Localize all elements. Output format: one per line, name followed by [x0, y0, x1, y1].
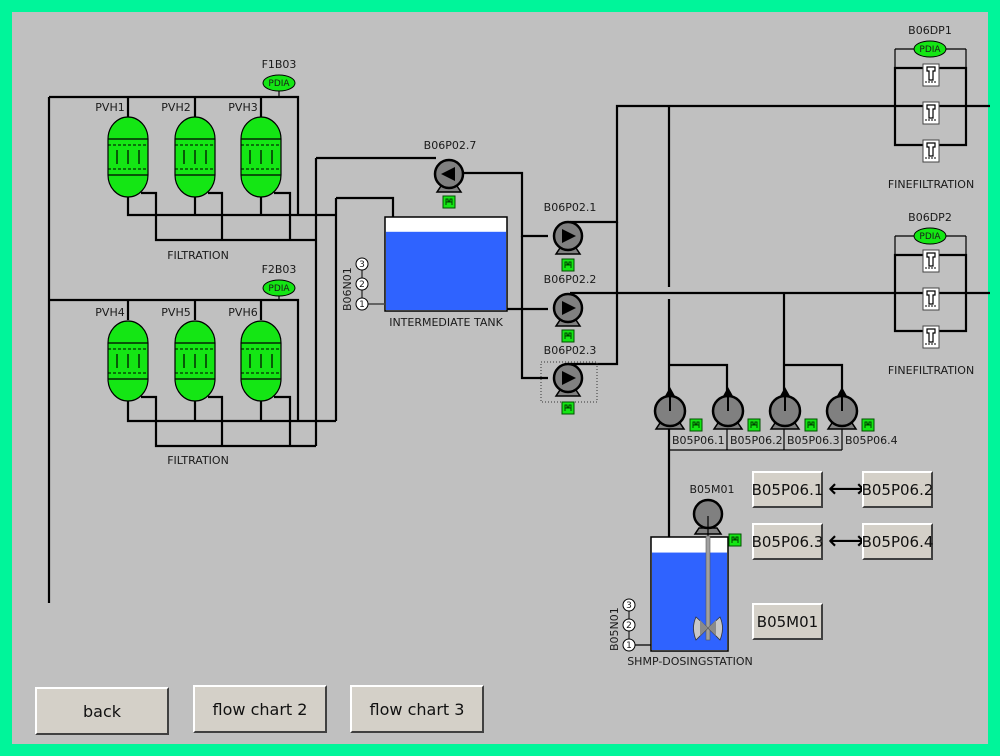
intermediate-tank-water	[386, 231, 506, 310]
swap-arrow-icon: ⟷	[828, 526, 866, 556]
vessel-pvh6[interactable]	[240, 320, 282, 402]
pdia-b06dp1-icon[interactable]	[913, 40, 947, 58]
flow-chart-3-button[interactable]: flow chart 3	[350, 685, 484, 733]
pump-label-b05p06-1: B05P06.1	[672, 434, 725, 447]
pump-b06p02-1[interactable]	[552, 220, 584, 256]
vessel-pvh4[interactable]	[107, 320, 149, 402]
vessel-pvh5[interactable]	[174, 320, 216, 402]
level-sensor-label-b06n01: B06N01	[341, 267, 354, 311]
pump-b05p06-4[interactable]	[825, 385, 859, 431]
pdia-b06dp2-icon[interactable]	[913, 227, 947, 245]
pdia-label-b06dp1: PDIA	[919, 45, 941, 55]
pump-label-b06p02-2: B06P02.2	[543, 273, 597, 286]
pipe-network	[47, 48, 990, 603]
level-sensor-label-b05n01: B05N01	[608, 607, 621, 651]
pump-b05p06-2[interactable]	[711, 385, 745, 431]
vessel-label-pvh2: PVH2	[161, 101, 191, 114]
intermediate-tank[interactable]	[384, 216, 508, 312]
vessel-label-pvh3: PVH3	[228, 101, 258, 114]
vessel-pvh3[interactable]	[240, 116, 282, 198]
finefiltration-1-cartridges	[922, 63, 940, 163]
status-ok-icon	[861, 418, 875, 432]
level-point-1: 1	[626, 641, 632, 651]
pdia-tag-b06dp2: B06DP2	[908, 211, 952, 224]
mixer-b05m01[interactable]	[692, 498, 724, 641]
b05p06-2-button[interactable]: B05P06.2	[862, 471, 933, 508]
pdia-label-f2b03: PDIA	[268, 284, 290, 294]
vessel-label-pvh1: PVH1	[95, 101, 125, 114]
level-point-3: 3	[359, 260, 365, 270]
pdia-tag-f1b03: F1B03	[261, 58, 297, 71]
level-point-3: 3	[626, 601, 632, 611]
finefiltration-2-title: FINEFILTRATION	[887, 364, 975, 377]
pump-b06p02-7[interactable]	[433, 158, 465, 194]
level-point-1: 1	[359, 300, 365, 310]
b05p06-4-button[interactable]: B05P06.4	[862, 523, 933, 560]
b05p06-3-button[interactable]: B05P06.3	[752, 523, 823, 560]
pump-label-b06p02-3: B06P02.3	[543, 344, 597, 357]
pump-label-b06p02-7: B06P02.7	[423, 139, 477, 152]
status-ok-icon	[442, 195, 456, 209]
mixer-label-b05m01: B05M01	[689, 483, 735, 496]
pump-label-b05p06-3: B05P06.3	[787, 434, 840, 447]
pump-label-b05p06-4: B05P06.4	[845, 434, 898, 447]
dosing-station-title: SHMP-DOSINGSTATION	[627, 655, 753, 668]
pdia-label-b06dp2: PDIA	[919, 232, 941, 242]
status-ok-icon	[689, 418, 703, 432]
status-ok-icon	[804, 418, 818, 432]
pump-label-b06p02-1: B06P02.1	[543, 201, 597, 214]
status-ok-icon	[561, 329, 575, 343]
pump-label-b05p06-2: B05P06.2	[730, 434, 783, 447]
vessel-label-pvh6: PVH6	[228, 306, 258, 319]
pdia-tag-b06dp1: B06DP1	[908, 24, 952, 37]
filtration-2-title: FILTRATION	[167, 454, 229, 467]
pdia-f2b03-icon[interactable]	[262, 279, 296, 297]
finefiltration-2-cartridges	[922, 249, 940, 349]
pump-b05p06-3[interactable]	[768, 385, 802, 431]
flow-chart-2-button[interactable]: flow chart 2	[193, 685, 327, 733]
vessel-pvh2[interactable]	[174, 116, 216, 198]
dosing-tank[interactable]	[650, 536, 729, 652]
pump-b05p06-1[interactable]	[653, 385, 687, 431]
pdia-label-f1b03: PDIA	[268, 79, 290, 89]
pump-b06p02-2[interactable]	[552, 292, 584, 328]
level-point-2: 2	[626, 621, 632, 631]
finefiltration-1-title: FINEFILTRATION	[887, 178, 975, 191]
status-ok-icon	[561, 401, 575, 415]
pump-b06p02-3[interactable]	[540, 361, 598, 403]
status-ok-icon	[728, 533, 742, 547]
level-point-2: 2	[359, 280, 365, 290]
level-sensor-b05n01	[622, 598, 651, 652]
pdia-f1b03-icon[interactable]	[262, 74, 296, 92]
vessel-pvh1[interactable]	[107, 116, 149, 198]
b05m01-button[interactable]: B05M01	[752, 603, 823, 640]
status-ok-icon	[561, 258, 575, 272]
vessel-label-pvh5: PVH5	[161, 306, 191, 319]
status-ok-icon	[747, 418, 761, 432]
b05p06-1-button[interactable]: B05P06.1	[752, 471, 823, 508]
back-button[interactable]: back	[35, 687, 169, 735]
filtration-1-title: FILTRATION	[167, 249, 229, 262]
level-sensor-b06n01	[355, 257, 385, 311]
pdia-tag-f2b03: F2B03	[261, 263, 297, 276]
swap-arrow-icon: ⟷	[828, 474, 866, 504]
intermediate-tank-title: INTERMEDIATE TANK	[389, 316, 503, 329]
vessel-label-pvh4: PVH4	[95, 306, 125, 319]
